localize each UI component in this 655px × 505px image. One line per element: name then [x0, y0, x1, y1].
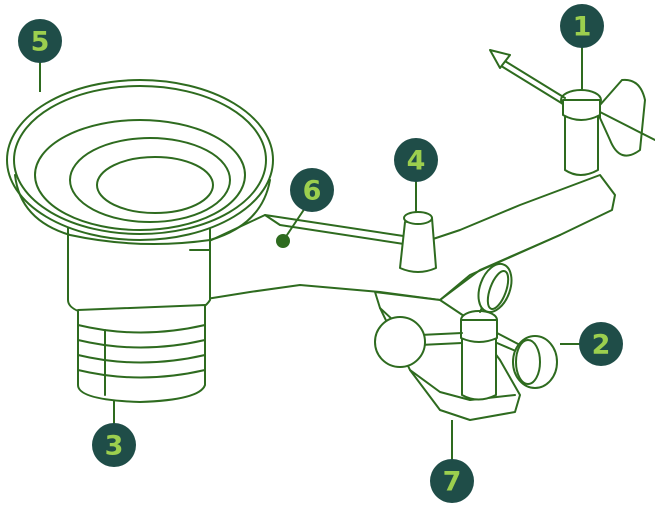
- callout-4-number: 4: [407, 146, 426, 177]
- callout-3: 3: [92, 423, 136, 467]
- leader-lines: [39, 42, 597, 462]
- callout-3-number: 3: [105, 431, 124, 462]
- callout-1-number: 1: [573, 12, 592, 43]
- rain-collector-funnel: [6, 79, 274, 319]
- wind-vane: [489, 49, 655, 176]
- anemometer: [374, 262, 558, 401]
- main-arm: [189, 174, 616, 421]
- callout-6-number: 6: [303, 176, 322, 207]
- sensor-cone: [399, 211, 437, 273]
- callout-7: 7: [430, 459, 474, 503]
- callout-5: 5: [18, 19, 62, 63]
- callout-1: 1: [560, 4, 604, 48]
- callout-6: 6: [290, 168, 334, 212]
- thermo-hygro-shield: [77, 304, 206, 403]
- callout-2: 2: [579, 322, 623, 366]
- callout-4: 4: [394, 138, 438, 182]
- callout-7-number: 7: [443, 467, 462, 498]
- callout-6-marker: [276, 234, 290, 248]
- callout-2-number: 2: [592, 330, 611, 361]
- callout-5-number: 5: [31, 27, 50, 58]
